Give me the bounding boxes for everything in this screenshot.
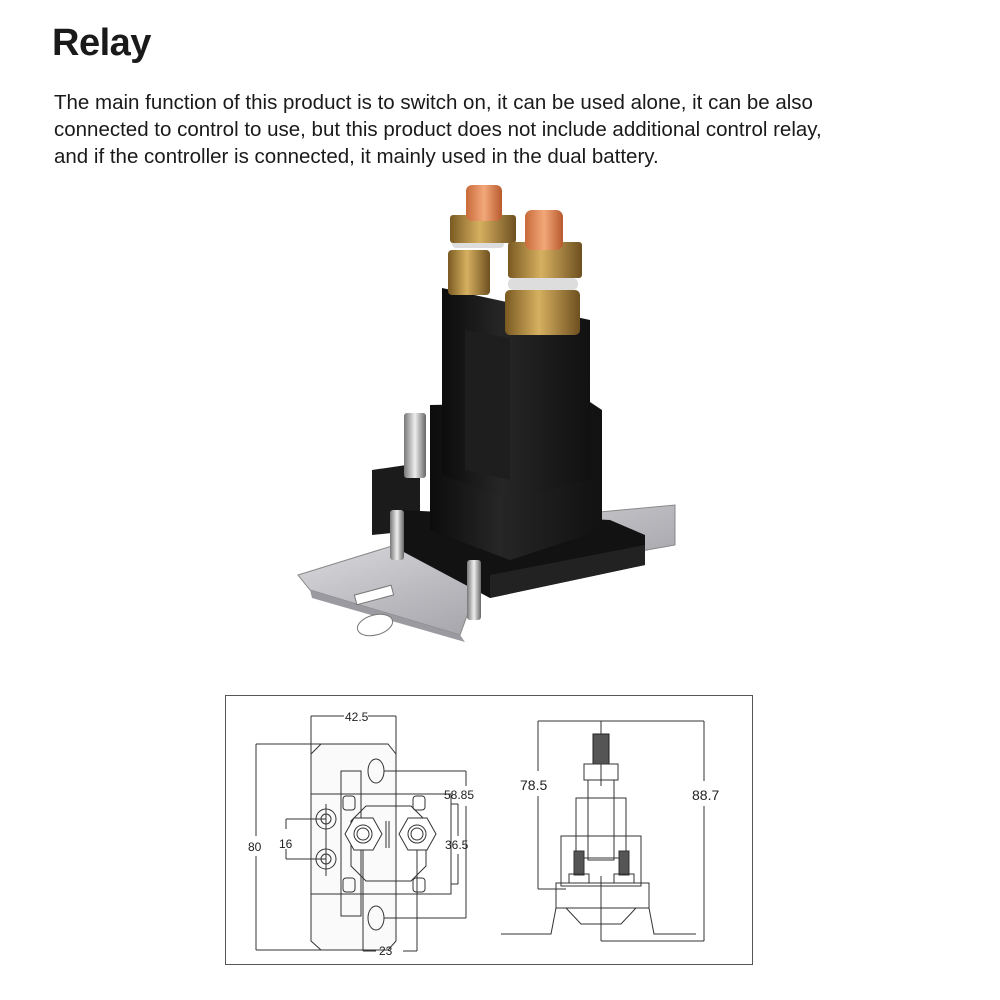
description-line: and if the controller is connected, it m… — [54, 145, 659, 168]
dim-side-body-height-label: 78.5 — [520, 777, 547, 793]
description-line: The main function of this product is to … — [54, 91, 813, 114]
product-description: The main function of this product is to … — [54, 89, 984, 170]
bracket-clip-front — [467, 560, 481, 620]
dimension-diagram: 42.5 80 16 58.85 36.5 23 78.5 88.7 — [225, 695, 753, 965]
dim-mount-hole-spacing-label: 58.85 — [444, 788, 474, 802]
product-photo — [280, 180, 700, 670]
dim-side-total-height-label: 88.7 — [692, 787, 719, 803]
dim-body-height-label: 36.5 — [445, 838, 469, 852]
terminal-stud-right — [505, 210, 582, 335]
relay-illustration — [297, 185, 676, 642]
dim-width-label: 42.5 — [345, 710, 369, 724]
terminal-stud-left — [448, 185, 516, 295]
description-line: connected to control to use, but this pr… — [54, 118, 822, 141]
control-stud — [404, 413, 426, 478]
dimension-drawing: 42.5 80 16 58.85 36.5 23 78.5 88.7 — [248, 710, 719, 958]
dim-height-label: 80 — [248, 840, 262, 854]
page-title: Relay — [52, 22, 151, 64]
dim-terminal-spacing-label: 16 — [279, 837, 293, 851]
dim-main-terminal-spacing-label: 23 — [379, 944, 393, 958]
bracket-clip-left — [390, 510, 404, 560]
